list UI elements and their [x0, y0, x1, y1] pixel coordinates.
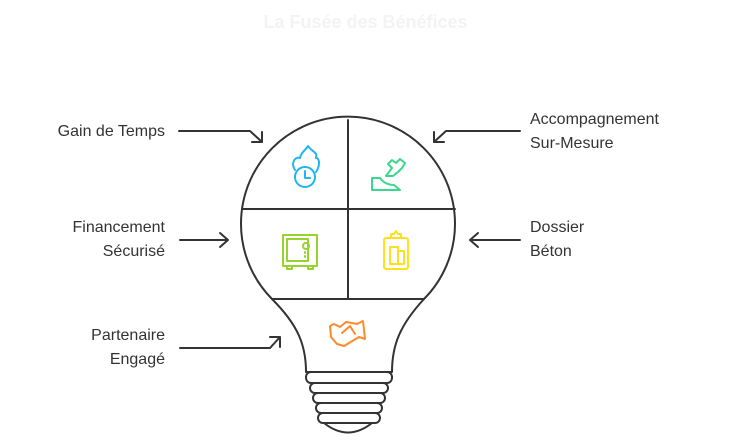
label-gain-de-temps: Gain de Temps [57, 123, 165, 140]
bulb-base [305, 371, 393, 434]
arrow-gain [178, 130, 263, 143]
arrow-accompagnement [433, 130, 521, 143]
bulb-outline [240, 115, 456, 373]
arrow-financement [179, 232, 229, 248]
safe-icon [282, 234, 318, 270]
fire-clock-icon [292, 145, 320, 188]
handshake-icon [329, 320, 366, 347]
arrow-dossier [469, 232, 521, 248]
arrow-partenaire [179, 336, 281, 349]
diagram-title: La Fusée des Bénéfices [263, 12, 468, 32]
clipboard-icon [383, 230, 409, 270]
hand-puzzle-icon [371, 158, 406, 191]
arrows [178, 130, 521, 349]
